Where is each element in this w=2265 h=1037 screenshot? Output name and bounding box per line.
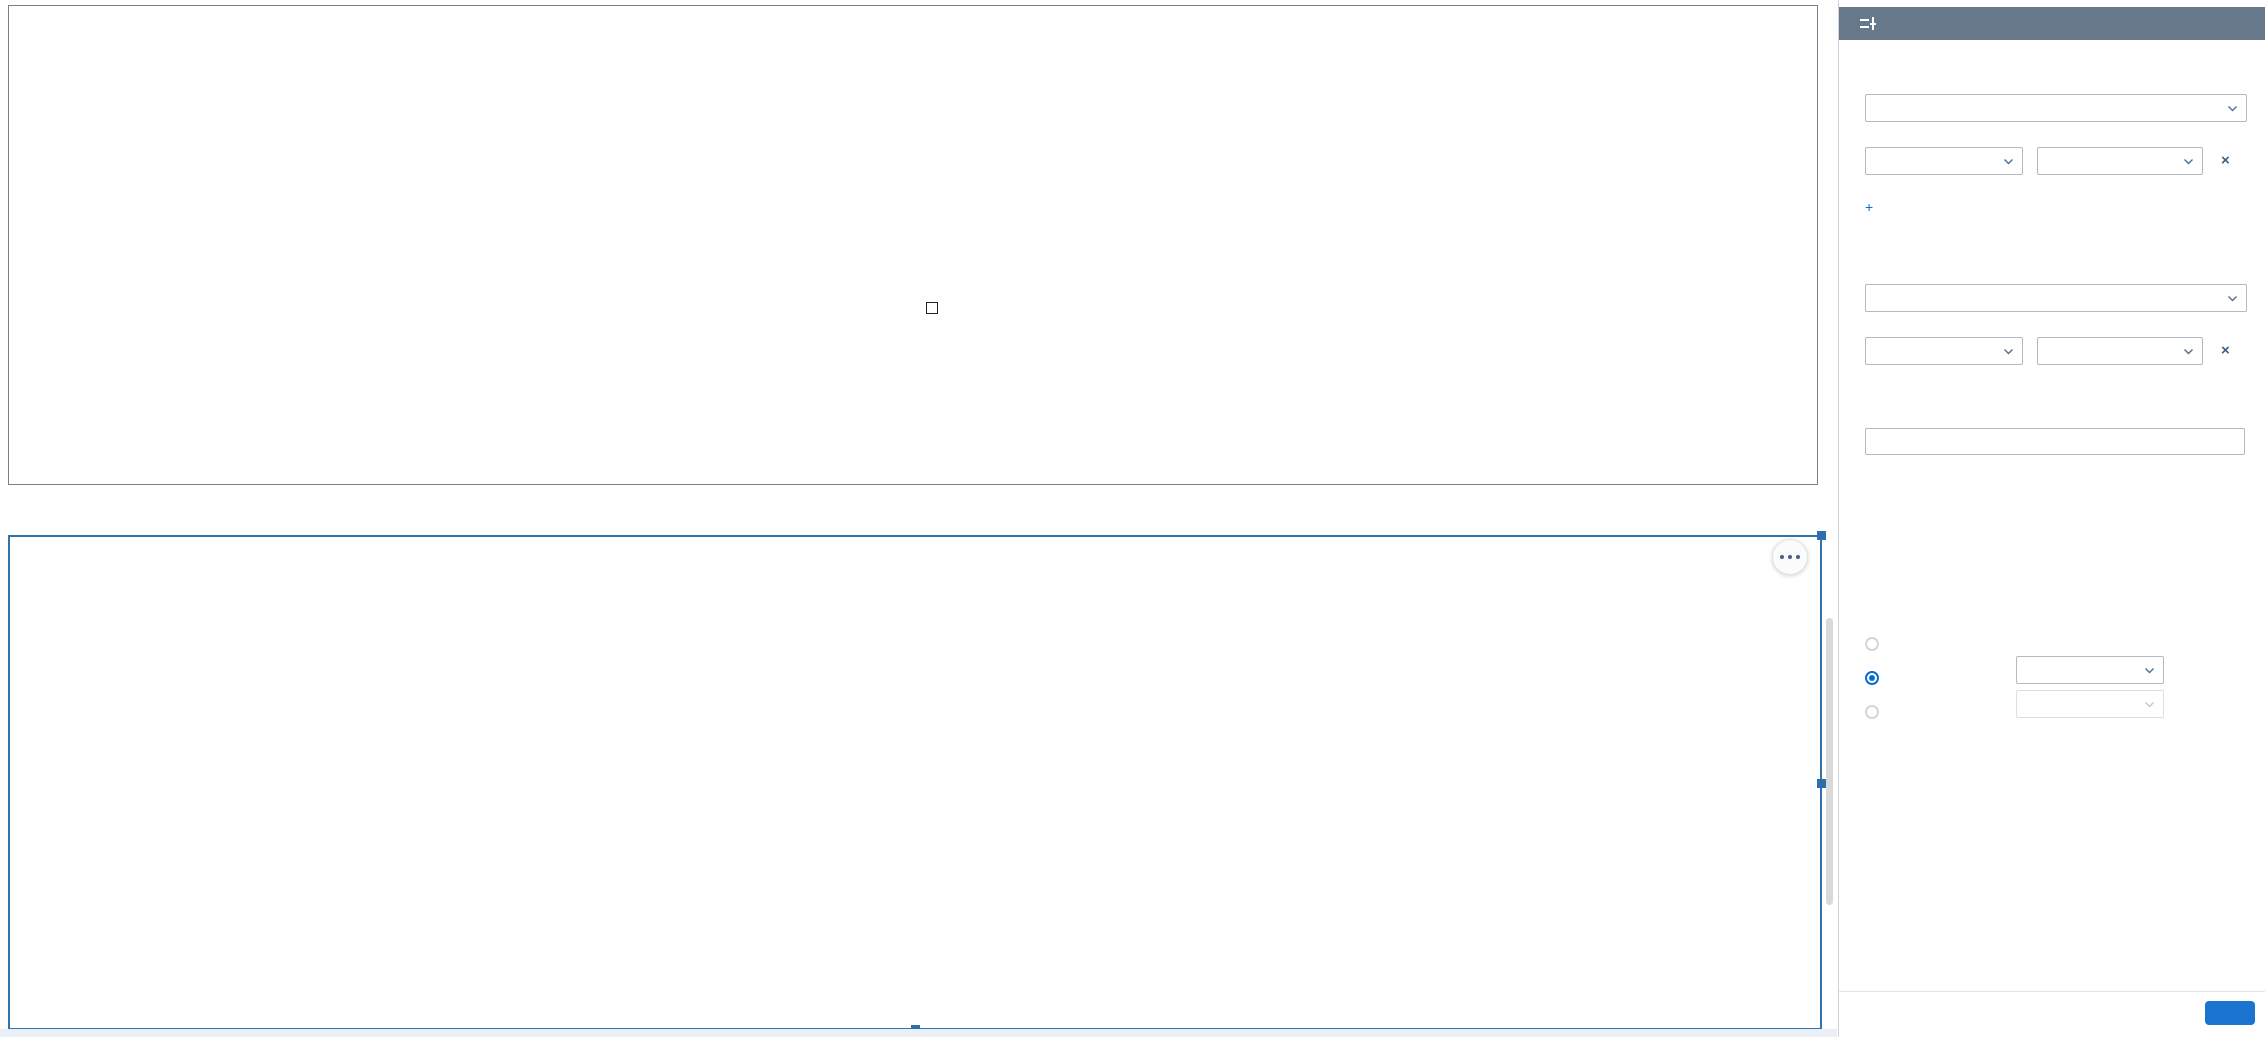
chevron-down-icon [2183,158,2194,165]
compare-account-select[interactable] [1865,94,2247,122]
vertical-scrollbar[interactable] [1826,618,1833,905]
budget-swatch [926,302,938,314]
chevron-down-icon [2183,348,2194,355]
variance-settings-icon [1860,17,1877,30]
chevron-down-icon [2003,348,2014,355]
name-input[interactable] [1865,428,2245,455]
top-chart-widget[interactable] [8,5,1818,485]
to-account-select[interactable] [1865,284,2247,312]
radio-icon [1865,671,1879,685]
bottom-chart-plot [10,537,1820,1028]
plus-icon: + [1865,199,1874,215]
add-version-time-link[interactable]: + [1865,199,1878,215]
more-options-button[interactable] [1772,539,1808,575]
compare-time-dimension-select[interactable] [1865,147,2023,175]
radio-option-number[interactable] [1865,668,1889,688]
done-button[interactable] [2205,1001,2255,1025]
more-dots-icon [1780,555,1784,559]
remove-time-button[interactable]: × [2221,152,2230,169]
bottom-chart-widget[interactable] [8,531,1826,1034]
percentage-decimal-select [2016,690,2164,718]
legend-item-budget[interactable] [926,302,944,314]
chevron-down-icon [2144,701,2155,708]
panel-header [1839,7,2265,40]
footer-divider [1839,991,2265,992]
remove-time-button[interactable]: × [2221,342,2230,359]
edit-variance-panel: × + × [1838,0,2265,1037]
horizontal-scrollbar[interactable] [0,1029,1837,1037]
selection-handle-top-right[interactable] [1817,531,1826,540]
selection-handle-right[interactable] [1817,778,1826,788]
chevron-down-icon [2227,295,2238,302]
compare-time-value-select[interactable] [2037,147,2203,175]
to-time-dimension-select[interactable] [1865,337,2023,365]
radio-icon [1865,637,1879,651]
chevron-down-icon [2144,667,2155,674]
radio-icon [1865,705,1879,719]
chevron-down-icon [2227,105,2238,112]
number-decimal-select[interactable] [2016,656,2164,684]
chart-legend [882,302,944,314]
to-time-value-select[interactable] [2037,337,2203,365]
chevron-down-icon [2003,158,2014,165]
radio-option-both[interactable] [1865,634,1889,654]
top-chart-plot [9,6,1817,484]
radio-option-percentage[interactable] [1865,702,1889,722]
